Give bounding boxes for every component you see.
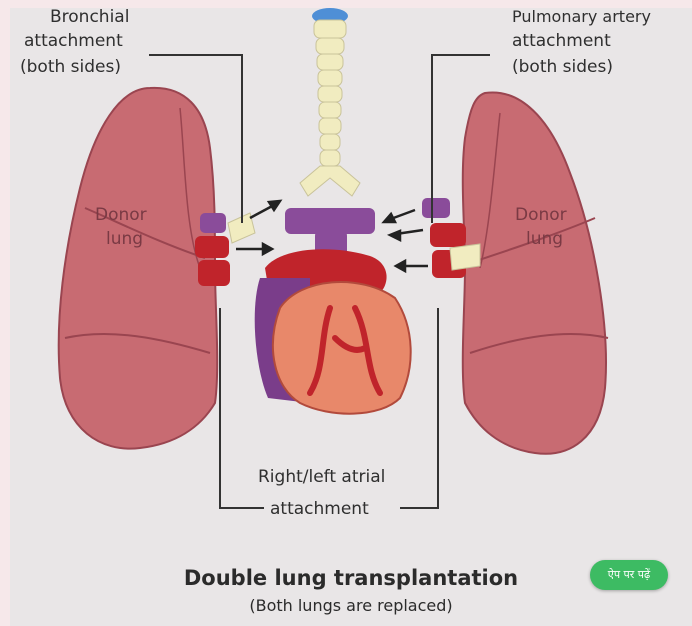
bronchial-label-line3: (both sides) bbox=[20, 56, 121, 78]
pulmonary-artery-label-line2: attachment bbox=[512, 30, 611, 52]
diagram-illustration bbox=[10, 8, 692, 626]
diagram-subtitle: (Both lungs are replaced) bbox=[10, 596, 692, 615]
atrial-label-line1: Right/left atrial bbox=[258, 466, 385, 488]
left-donor-lung bbox=[59, 88, 218, 449]
read-on-app-button[interactable]: ऐप पर पढ़ें bbox=[590, 560, 668, 590]
diagram-canvas: Bronchial attachment (both sides) Pulmon… bbox=[10, 8, 692, 626]
donor-lung-left-line2: lung bbox=[106, 228, 143, 250]
right-donor-lung bbox=[463, 92, 608, 453]
trachea bbox=[300, 8, 360, 196]
donor-lung-left-line1: Donor bbox=[95, 204, 147, 226]
pulmonary-artery-label-line3: (both sides) bbox=[512, 56, 613, 78]
donor-lung-right-line2: lung bbox=[526, 228, 563, 250]
atrial-label-line2: attachment bbox=[270, 498, 369, 520]
bronchial-label-line1: Bronchial bbox=[50, 8, 129, 28]
heart bbox=[255, 208, 411, 414]
bronchial-label-line2: attachment bbox=[24, 30, 123, 52]
donor-lung-right-line1: Donor bbox=[515, 204, 567, 226]
pulmonary-artery-label-line1: Pulmonary artery bbox=[512, 8, 651, 28]
